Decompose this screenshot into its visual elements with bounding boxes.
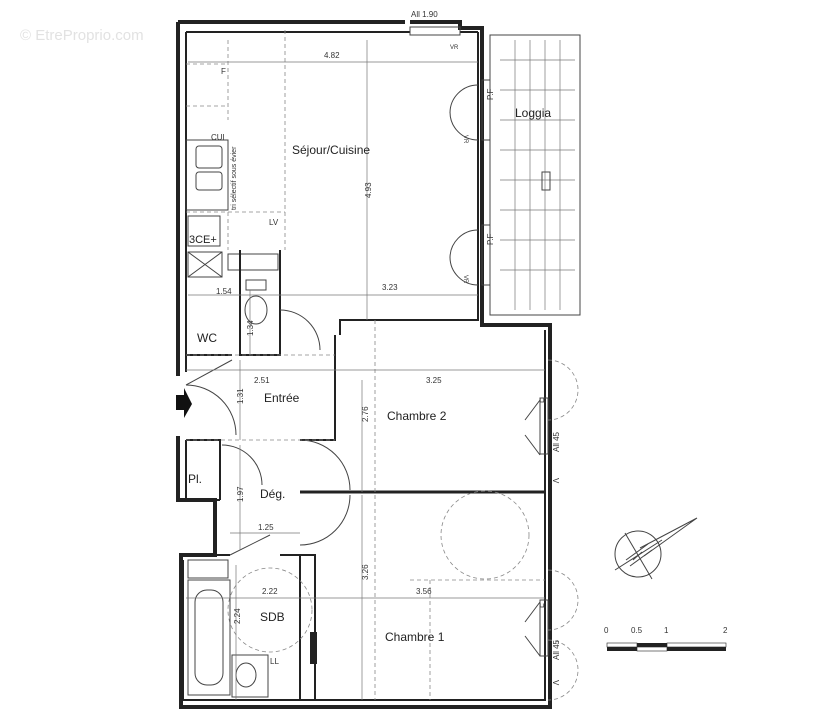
dim-label: 3.26 bbox=[361, 564, 370, 580]
north-arrow-icon bbox=[614, 517, 698, 580]
dim-label: 1.97 bbox=[236, 486, 245, 502]
label-pf-2: P.F bbox=[486, 233, 495, 245]
dim-label: 1.34 bbox=[246, 320, 255, 336]
dim-label: 1.54 bbox=[216, 287, 232, 296]
label-all45-chambre1: All 45 bbox=[552, 639, 561, 660]
watermark: © EtreProprio.com bbox=[20, 27, 144, 44]
label-tri-selectif: tri sélectif sous évier bbox=[231, 146, 238, 210]
label-all45-chambre2: All 45 bbox=[552, 431, 561, 452]
scale-bar: 0 0.5 1 2 bbox=[604, 626, 728, 652]
label-v-chambre1: V bbox=[551, 680, 560, 686]
dim-label: 1.31 bbox=[236, 388, 245, 404]
dim-label: 3.25 bbox=[426, 376, 442, 385]
label-vr-top: VR bbox=[450, 45, 459, 51]
kitchen-counter bbox=[185, 30, 286, 278]
partitions bbox=[183, 320, 545, 700]
dim-label: 4.82 bbox=[324, 51, 340, 60]
dim-label: 3.56 bbox=[416, 587, 432, 596]
room-label-placard: Pl. bbox=[188, 472, 202, 486]
dim-label: 2.76 bbox=[361, 406, 370, 422]
room-label-chambre2: Chambre 2 bbox=[387, 409, 447, 423]
scale-tick-label: 2 bbox=[723, 626, 728, 635]
dim-label: 2.22 bbox=[262, 587, 278, 596]
scale-tick-label: 0 bbox=[604, 626, 609, 635]
outer-walls bbox=[176, 20, 552, 709]
dimension-lines bbox=[186, 40, 545, 700]
dim-label: 2.24 bbox=[233, 608, 242, 624]
label-chaudiere: 3CE+ bbox=[189, 234, 217, 246]
label-v-chambre2: V bbox=[551, 478, 560, 484]
dim-label: 2.51 bbox=[254, 376, 270, 385]
loggia: Loggia bbox=[489, 34, 581, 316]
room-label-sdb: SDB bbox=[260, 610, 285, 624]
room-label-entree: Entrée bbox=[264, 391, 300, 405]
scale-tick-label: 1 bbox=[664, 626, 669, 635]
label-cuisine: CUI bbox=[211, 133, 225, 142]
scale-tick-label: 0.5 bbox=[631, 626, 643, 635]
label-f-chambre2: F bbox=[539, 398, 548, 403]
room-label-chambre1: Chambre 1 bbox=[385, 630, 445, 644]
label-vr-2: VR bbox=[462, 275, 468, 284]
label-fridge: F bbox=[221, 67, 226, 76]
dim-label: 4.93 bbox=[364, 182, 373, 198]
label-window-top: All 1.90 bbox=[411, 10, 438, 19]
label-pf-1: P.F bbox=[486, 88, 495, 100]
label-f-chambre1: F bbox=[539, 603, 548, 608]
room-label-sejour: Séjour/Cuisine bbox=[292, 143, 370, 157]
dim-label: 1.25 bbox=[258, 523, 274, 532]
label-lave-linge: LL bbox=[270, 657, 279, 666]
entry-arrow-icon bbox=[176, 388, 192, 418]
dim-label: 3.23 bbox=[382, 283, 398, 292]
label-lave-vaisselle: LV bbox=[269, 218, 279, 227]
room-label-loggia: Loggia bbox=[515, 106, 551, 120]
room-label-degagement: Dég. bbox=[260, 487, 285, 501]
openings bbox=[409, 26, 579, 701]
label-vr-1: VR bbox=[462, 135, 468, 144]
bathroom-fixtures bbox=[187, 559, 269, 698]
room-label-wc: WC bbox=[197, 331, 217, 345]
